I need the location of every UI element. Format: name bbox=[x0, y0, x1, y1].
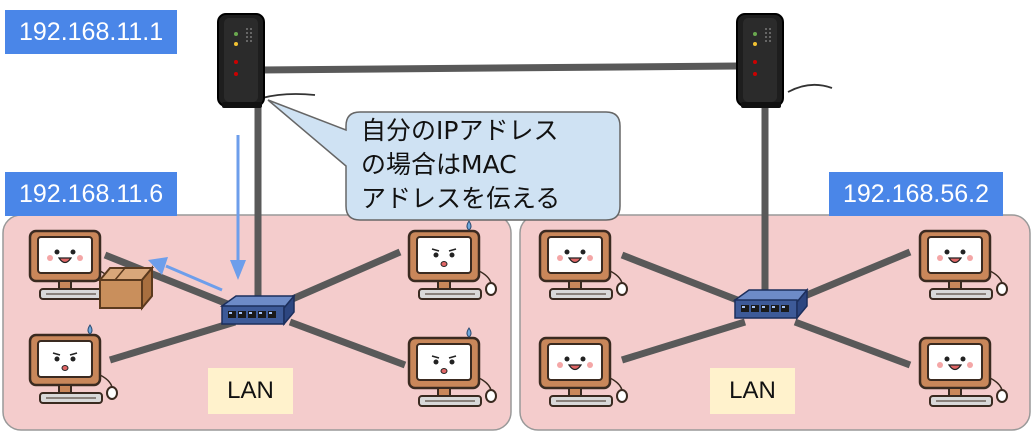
left-lan-label: LAN bbox=[208, 368, 293, 414]
left-switch bbox=[221, 295, 295, 325]
package-box-icon bbox=[97, 265, 155, 311]
right-lan-label: LAN bbox=[710, 368, 795, 414]
left-router-cord bbox=[261, 93, 316, 99]
callout-bubble bbox=[267, 99, 621, 221]
cables bbox=[103, 62, 912, 369]
arrow-left-icon bbox=[148, 257, 223, 292]
host-ip-label: 192.168.11.6 bbox=[5, 172, 178, 216]
callout-line-2: の場合はMAC bbox=[361, 150, 517, 179]
left-router bbox=[217, 13, 265, 109]
remote-ip-label: 192.168.56.2 bbox=[829, 172, 1003, 216]
arrow-down-icon bbox=[230, 135, 246, 280]
right-lan-area bbox=[519, 214, 1031, 431]
right-router bbox=[736, 13, 784, 109]
right-switch bbox=[734, 289, 808, 319]
right-router-cord bbox=[787, 83, 833, 93]
router-ip-label: 192.168.11.1 bbox=[5, 10, 178, 54]
router-link-cable bbox=[259, 62, 739, 74]
callout-line-1: 自分のIPアドレス bbox=[361, 116, 559, 145]
callout-line-3: アドレスを伝える bbox=[361, 184, 561, 213]
